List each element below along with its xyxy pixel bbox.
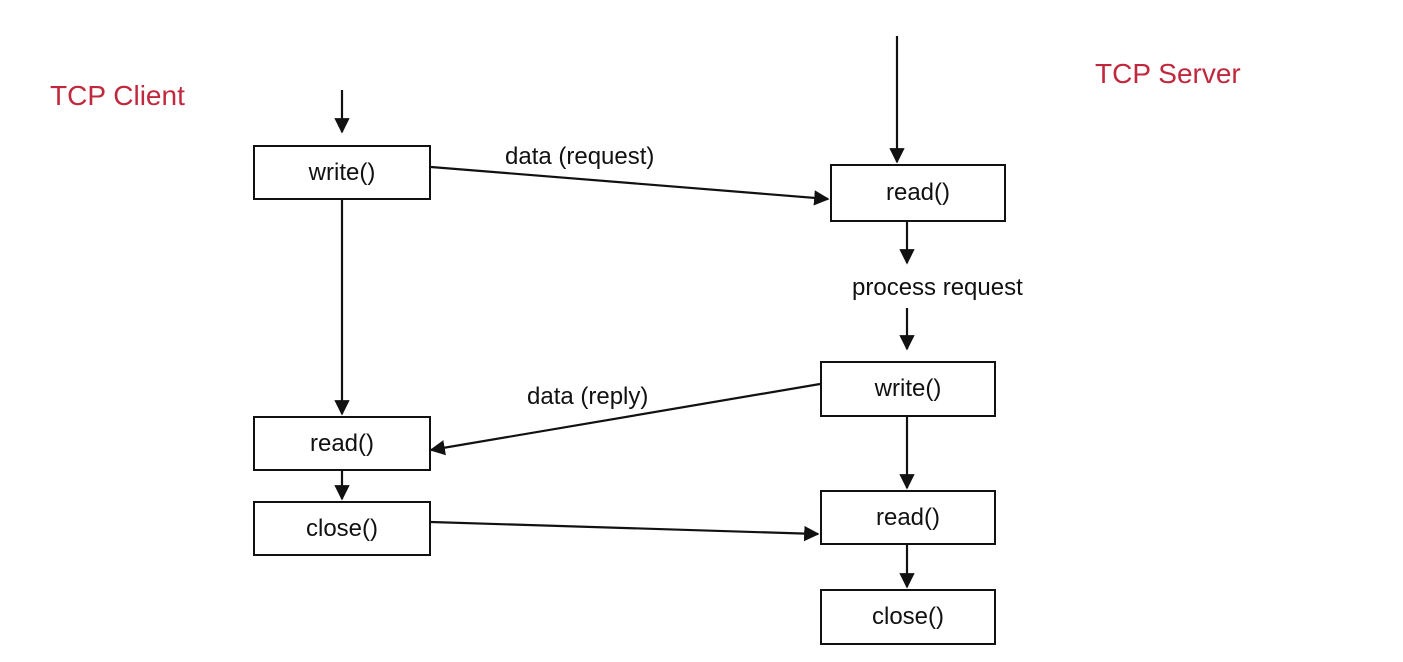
process-request-label: process request xyxy=(852,274,1023,301)
client-title: TCP Client xyxy=(50,80,185,111)
server-title: TCP Server xyxy=(1095,58,1241,89)
client-close-box: close() xyxy=(253,501,431,556)
request-message-label: data (request) xyxy=(505,143,655,170)
reply-message-label: data (reply) xyxy=(527,383,649,410)
server-close-box: close() xyxy=(820,589,996,645)
server-read-box: read() xyxy=(830,164,1006,222)
request-message-arrow xyxy=(430,165,830,206)
server-read2-box: read() xyxy=(820,490,996,545)
server-write-box: write() xyxy=(820,361,996,417)
reply-message-arrow xyxy=(429,382,821,456)
client-write-box: write() xyxy=(253,145,431,200)
close-message-arrow xyxy=(430,520,820,542)
client-read-box: read() xyxy=(253,416,431,471)
